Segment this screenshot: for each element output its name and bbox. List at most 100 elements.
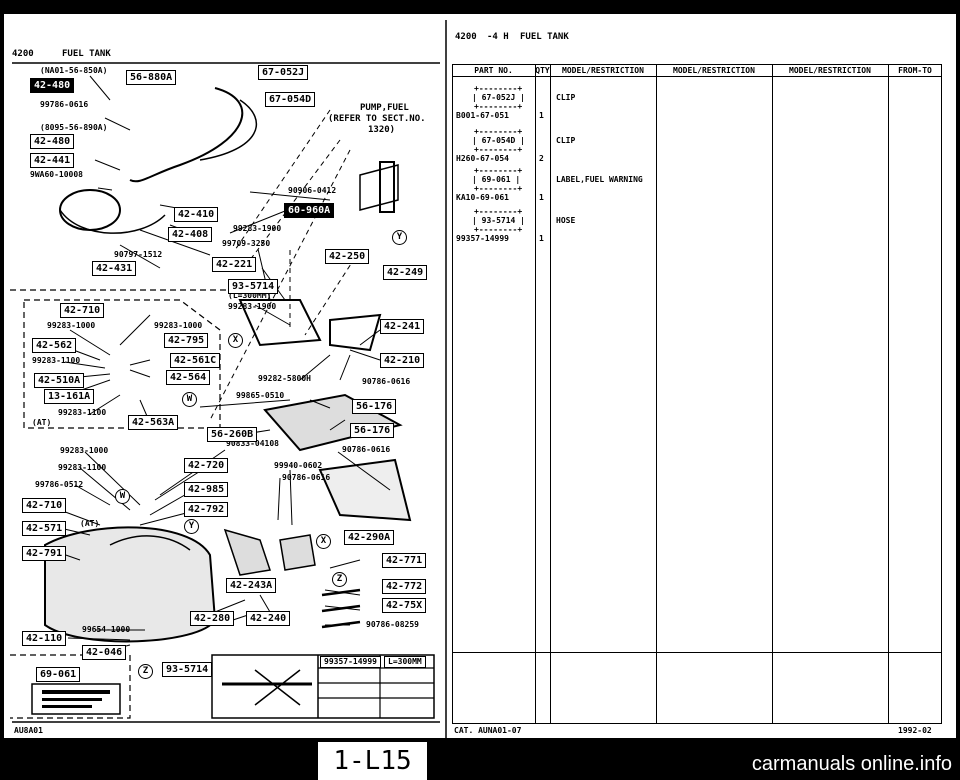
part-ref-box: 42-480 [30,78,75,93]
part-note: 90786-0616 [342,445,391,454]
left-page-title: FUEL TANK [62,49,111,59]
part-ref-box: 56-260B [207,427,258,442]
row-divider: +--------+ [474,145,523,154]
part-ref-box: 99357-14999 [320,656,381,668]
part-ref-box: 56-176 [350,423,395,438]
part-ref-box: 42-046 [82,645,127,660]
part-note: 90786-08259 [366,620,419,629]
row-desc: CLIP [556,93,576,102]
part-note: 99283-1100 [58,408,107,417]
part-ref-box: 42-510A [34,373,85,388]
view-callout: Y [184,519,199,534]
col-header-model: MODEL/RESTRICTION [673,66,755,75]
right-section-suffix: -4 H [487,32,509,42]
part-note: 99865-0510 [236,391,285,400]
part-ref-box: 42-561C [170,353,221,368]
footer-date: 1992-02 [898,726,932,735]
part-note: 90833-04108 [226,439,279,448]
col-header-from-to: FROM-TO [898,66,932,75]
view-callout: W [182,392,197,407]
part-ref-box: 42-791 [22,546,67,561]
view-callout: X [228,333,243,348]
row-ref: | 67-052J | [472,93,525,102]
part-note: 99654-1000 [82,625,131,634]
row-qty: 1 [539,234,544,243]
row-ref: | 93-5714 | [472,216,525,225]
part-ref-box: 42-710 [22,498,67,513]
part-ref-box: 42-480 [30,134,75,149]
part-ref-box: 42-792 [184,502,229,517]
part-note: 99283-1900 [228,302,277,311]
right-page-title: FUEL TANK [520,32,569,42]
part-note: 99786-0512 [35,480,84,489]
part-ref-box: 67-054D [265,92,316,107]
part-ref-box: 42-772 [382,579,427,594]
part-ref-box: 93-5714 [228,279,279,294]
view-callout: W [115,489,130,504]
part-ref-box: 42-441 [30,153,75,168]
row-part-no: KA10-69-061 [456,193,509,202]
part-ref-box: 42-290A [344,530,395,545]
row-divider: +--------+ [474,127,523,136]
part-ref-box: 42-250 [325,249,370,264]
row-divider: +--------+ [474,102,523,111]
part-ref-box: 56-176 [352,399,397,414]
part-note: 99786-0616 [40,100,89,109]
part-ref-box: 42-75X [382,598,427,613]
part-ref-box: 42-431 [92,261,137,276]
part-ref-box: 42-241 [380,319,425,334]
part-ref-box: 67-052J [258,65,309,80]
pump-note: (REFER TO SECT.NO. [328,114,426,124]
part-ref-box: 42-795 [164,333,209,348]
part-ref-box: 42-563A [128,415,179,430]
col-header-qty: QTY [535,66,550,75]
part-ref-box: 42-221 [212,257,257,272]
part-note: 9WA60-10008 [30,170,83,179]
part-note: 99283-1100 [32,356,81,365]
row-ref: | 67-054D | [472,136,525,145]
left-section-number: 4200 [12,49,34,59]
part-note: 90797-1512 [114,250,163,259]
part-ref-box: 93-5714 [162,662,213,677]
row-desc: CLIP [556,136,576,145]
part-ref-box: 42-240 [246,611,291,626]
row-ref: | 69-061 | [472,175,521,184]
page-number: 1-L15 [333,746,412,776]
part-ref-box: 42-110 [22,631,67,646]
watermark: carmanuals online.info [751,753,952,775]
part-note: 99283-1000 [47,321,96,330]
part-note: 99709-3250 [222,239,271,248]
footer-left-code: AU8A01 [14,726,43,735]
row-qty: 2 [539,154,544,163]
part-ref-box: 42-720 [184,458,229,473]
part-ref-box: 42-249 [383,265,428,280]
part-ref-box: 69-061 [36,667,81,682]
part-ref-box: 42-771 [382,553,427,568]
row-qty: 1 [539,193,544,202]
part-ref-box: 42-571 [22,521,67,536]
part-ref-box: 42-408 [168,227,213,242]
part-note: (AT) [32,418,52,427]
row-desc: LABEL,FUEL WARNING [556,175,643,184]
view-callout: Z [138,664,153,679]
row-qty: 1 [539,111,544,120]
row-divider: +--------+ [474,225,523,234]
part-note: (8095-56-890A) [40,123,108,132]
part-note: (L=300MM) [228,291,272,300]
part-note: 99283-1100 [58,463,107,472]
row-part-no: B001-67-051 [456,111,509,120]
part-ref-box: 13-161A [44,389,95,404]
part-note: 90786-0616 [282,473,331,482]
col-header-model: MODEL/RESTRICTION [562,66,644,75]
part-note: 99283-1000 [60,446,109,455]
row-divider: +--------+ [474,84,523,93]
part-note: 99940-0602 [274,461,323,470]
col-header-part-no: PART NO. [474,66,513,75]
part-ref-box: 56-880A [126,70,177,85]
part-ref-box: 42-562 [32,338,77,353]
pump-note: PUMP,FUEL [360,103,409,113]
part-ref-box: 42-280 [190,611,235,626]
row-divider: +--------+ [474,166,523,175]
row-divider: +--------+ [474,184,523,193]
right-section-number: 4200 [455,32,477,42]
